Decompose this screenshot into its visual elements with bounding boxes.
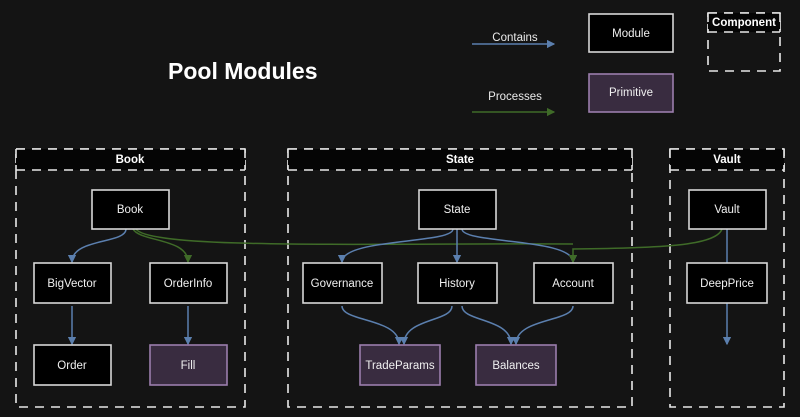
node-tradeparams-label: TradeParams — [365, 360, 434, 372]
node-vault-box[interactable] — [688, 189, 767, 230]
node-orderinfo[interactable]: OrderInfo — [149, 262, 228, 304]
legend-component-header-bg — [708, 13, 780, 32]
legend-module-box — [588, 13, 674, 53]
group-vault-header-bg — [670, 149, 784, 170]
node-book-label: Book — [117, 204, 143, 216]
node-tradeparams[interactable]: TradeParams — [359, 344, 441, 386]
edge-history-to-balances — [461, 305, 516, 346]
edge-vault-to-account — [568, 228, 723, 264]
node-governance[interactable]: Governance — [302, 262, 383, 304]
node-governance-label: Governance — [311, 278, 374, 290]
node-history-label: History — [439, 278, 475, 290]
edge-state-to-account — [461, 228, 578, 264]
edge-book-to-bigvector — [67, 228, 127, 264]
legend-contains-label: Contains — [492, 32, 538, 44]
legend-module-node: Module — [588, 13, 674, 53]
node-fill[interactable]: Fill — [149, 344, 228, 386]
legend-contains: Contains — [472, 32, 556, 49]
edge-book-to-orderinfo — [132, 228, 193, 264]
node-fill-box[interactable] — [149, 344, 228, 386]
node-fill-label: Fill — [181, 360, 196, 372]
legend-processes-label: Processes — [488, 91, 542, 103]
group-state-header-bg — [288, 149, 632, 170]
node-book[interactable]: Book — [91, 189, 170, 230]
group-state-box — [287, 148, 633, 408]
node-deepprice[interactable]: DeepPrice — [686, 262, 768, 304]
group-vault: Vault — [669, 148, 785, 408]
legend-component-label: Component — [712, 17, 776, 29]
node-order-label: Order — [57, 360, 87, 372]
node-vault-label: Vault — [714, 204, 740, 216]
node-deepprice-label: DeepPrice — [700, 278, 754, 290]
node-deepprice-box[interactable] — [686, 262, 768, 304]
legend-module-label: Module — [612, 28, 650, 40]
edge-book-to-account — [135, 228, 574, 246]
node-tradeparams-box[interactable] — [359, 344, 441, 386]
legend-primitive-box — [588, 73, 674, 113]
legend-component-header-outline — [707, 12, 781, 33]
group-book-header-bg — [16, 149, 245, 170]
node-history[interactable]: History — [417, 262, 498, 304]
node-state-box[interactable] — [418, 189, 497, 230]
node-balances-label: Balances — [492, 360, 540, 372]
node-vault[interactable]: Vault — [688, 189, 767, 230]
node-orderinfo-box[interactable] — [149, 262, 228, 304]
node-state[interactable]: State — [418, 189, 497, 230]
node-bigvector[interactable]: BigVector — [33, 262, 112, 304]
node-bigvector-label: BigVector — [47, 278, 96, 290]
node-balances-box[interactable] — [475, 344, 557, 386]
node-order[interactable]: Order — [33, 344, 112, 386]
group-book: Book — [15, 148, 246, 408]
node-history-box[interactable] — [417, 262, 498, 304]
group-vault-header-outline — [669, 148, 785, 171]
node-account-label: Account — [552, 278, 594, 290]
node-book-box[interactable] — [91, 189, 170, 230]
legend-component-container: Component — [707, 12, 781, 72]
node-account-box[interactable] — [533, 262, 614, 304]
node-state-label: State — [444, 204, 471, 216]
node-balances[interactable]: Balances — [475, 344, 557, 386]
group-state-title: State — [446, 154, 474, 166]
node-account[interactable]: Account — [533, 262, 614, 304]
edge-history-to-tradeparams — [399, 305, 453, 346]
edge-governance-to-tradeparams — [341, 305, 404, 346]
legend-processes: Processes — [472, 91, 556, 117]
node-order-box[interactable] — [33, 344, 112, 386]
node-bigvector-box[interactable] — [33, 262, 112, 304]
page-title: Pool Modules — [168, 58, 318, 84]
legend-primitive-node: Primitive — [588, 73, 674, 113]
group-vault-title: Vault — [713, 154, 741, 166]
group-book-title: Book — [116, 154, 145, 166]
legend-primitive-label: Primitive — [609, 87, 653, 99]
edge-account-to-balances — [511, 305, 574, 346]
group-state: State — [287, 148, 633, 408]
node-orderinfo-label: OrderInfo — [164, 278, 213, 290]
node-governance-box[interactable] — [302, 262, 383, 304]
group-book-header-outline — [15, 148, 246, 171]
edge-state-to-governance — [337, 228, 454, 264]
